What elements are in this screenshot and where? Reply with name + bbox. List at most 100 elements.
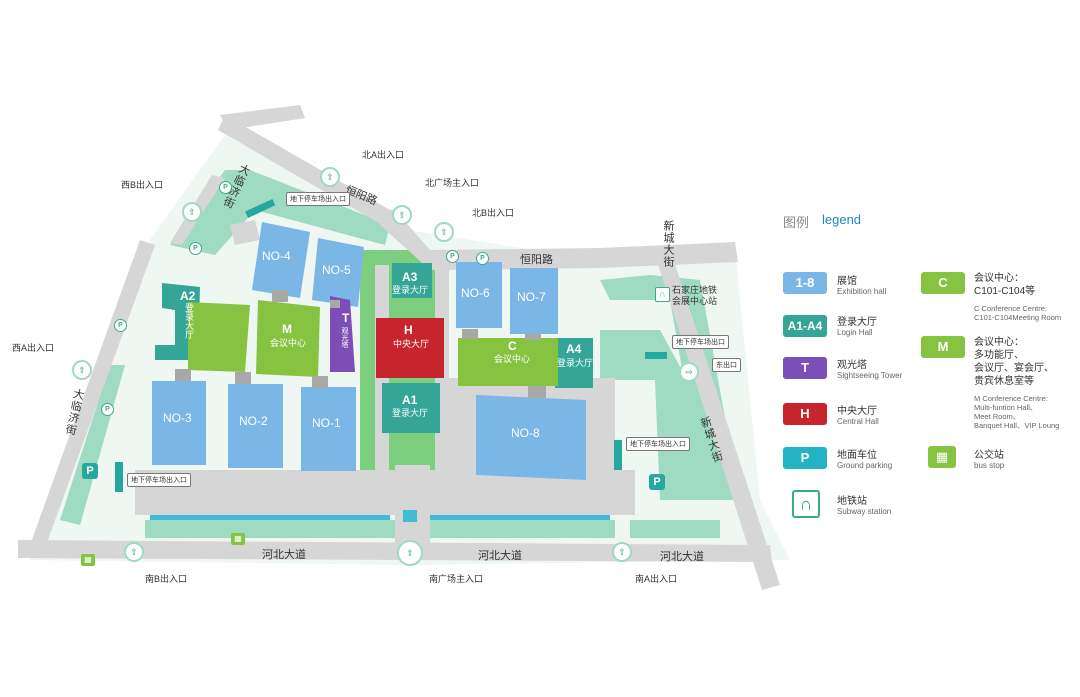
connectors bbox=[175, 290, 546, 398]
hall-no8[interactable]: NO-8 bbox=[511, 426, 540, 440]
building-a4-name: 登录大厅 bbox=[557, 358, 594, 368]
hall-no2[interactable]: NO-2 bbox=[239, 414, 268, 428]
legend-c-line2: C101-C104等 bbox=[974, 286, 1036, 297]
building-a2-name: 登录大厅 bbox=[184, 303, 194, 339]
building-a2-code[interactable]: A2 bbox=[180, 289, 196, 303]
legend-swatch-c: C bbox=[921, 272, 965, 294]
m-center-shape bbox=[256, 300, 320, 377]
legend-swatch-parking: P bbox=[783, 447, 827, 469]
garage-ramp-se bbox=[614, 440, 622, 470]
legend-m-en2: Multi-funtion Hall、 bbox=[974, 403, 1038, 412]
a1-shape bbox=[382, 383, 440, 433]
chevron-up-icon[interactable]: ⇧ bbox=[72, 360, 92, 380]
water-strip bbox=[430, 515, 610, 520]
legend-swatch-central: H bbox=[783, 403, 827, 425]
parking-icon[interactable]: P bbox=[82, 463, 98, 479]
chevron-up-icon[interactable]: ⇨ bbox=[679, 362, 699, 382]
legend-en-bus: bus stop bbox=[974, 461, 1005, 470]
callout-garage-se: 地下停车场出入口 bbox=[626, 437, 690, 451]
water-strip bbox=[150, 515, 390, 520]
hall-no7[interactable]: NO-7 bbox=[517, 290, 546, 304]
subway-line1: 石家庄地铁 bbox=[672, 285, 718, 295]
building-h-code[interactable]: H bbox=[404, 323, 413, 337]
legend-m-en4: Banquet Hall、VIP Loung bbox=[974, 421, 1060, 430]
parking-icon[interactable]: P bbox=[219, 181, 232, 194]
callout-garage-nw: 地下停车场出入口 bbox=[286, 192, 350, 206]
legend-label-parking: 地面车位 bbox=[837, 450, 877, 461]
bus-icon[interactable]: ▦ bbox=[81, 554, 95, 566]
entrance-north-b: 北B出入口 bbox=[472, 208, 515, 218]
hall-no1-shape bbox=[301, 387, 356, 471]
chevron-up-icon[interactable]: ⇧ bbox=[612, 542, 632, 562]
legend-m-line2: 多功能厅、 bbox=[974, 350, 1024, 361]
chevron-up-icon[interactable]: ⇧ bbox=[182, 202, 202, 222]
chevron-up-icon[interactable]: ⇧ bbox=[397, 540, 423, 566]
parking-icon[interactable]: P bbox=[101, 403, 114, 416]
building-t-name: 观光塔 bbox=[341, 327, 348, 348]
entrance-north-plaza: 北广场主入口 bbox=[425, 178, 480, 188]
legend-label-exhibition: 展馆 bbox=[837, 276, 857, 287]
chevron-up-icon[interactable]: ⇧ bbox=[320, 167, 340, 187]
hall-no3-shape bbox=[152, 381, 206, 465]
building-a3-code[interactable]: A3 bbox=[402, 270, 418, 284]
road-label-hebei-mid: 河北大道 bbox=[478, 550, 522, 562]
garage-ramp-nw bbox=[245, 198, 276, 218]
subway-icon[interactable]: ∩ bbox=[655, 287, 670, 302]
subway-station-label: 石家庄地铁 会展中心站 bbox=[672, 285, 717, 307]
legend-c-line1: 会议中心： bbox=[974, 273, 1024, 284]
legend-c-en1: C Conference Centre: bbox=[974, 304, 1047, 313]
legend-label-login: 登录大厅 bbox=[837, 317, 877, 328]
legend-title-en: legend bbox=[822, 212, 862, 227]
t-building-shape bbox=[330, 296, 355, 372]
chevron-up-icon[interactable]: ⇧ bbox=[392, 205, 412, 225]
parking-icon[interactable]: P bbox=[476, 252, 489, 265]
chevron-up-icon[interactable]: ⇧ bbox=[434, 222, 454, 242]
garage-ramp-sw bbox=[115, 462, 123, 492]
legend-title-cn: 图例 bbox=[783, 215, 810, 230]
subway-line2: 会展中心站 bbox=[672, 296, 718, 306]
entrance-east: 东出口 bbox=[712, 358, 741, 372]
entrance-south-plaza: 南广场主入口 bbox=[429, 574, 484, 584]
c-building-shape bbox=[458, 338, 558, 386]
callout-garage-e: 地下停车场出口 bbox=[672, 335, 729, 349]
bus-icon[interactable]: ▦ bbox=[231, 533, 245, 545]
building-t-code[interactable]: T bbox=[342, 311, 350, 325]
road-label-hebei-right: 河北大道 bbox=[660, 551, 704, 563]
hall-no4-shape bbox=[252, 222, 310, 298]
building-c-code[interactable]: C bbox=[508, 339, 517, 353]
legend-label-c: 会议中心： C101-C104等 bbox=[974, 272, 1035, 298]
entrance-north-a: 北A出入口 bbox=[362, 150, 405, 160]
building-m-name: 会议中心 bbox=[270, 338, 307, 348]
hall-no6-shape bbox=[456, 262, 502, 328]
hall-no5[interactable]: NO-5 bbox=[322, 263, 351, 277]
road-label-hebei-left: 河北大道 bbox=[262, 549, 306, 561]
parking-icon[interactable]: P bbox=[114, 319, 127, 332]
road-label-hengyang-right: 恒阳路 bbox=[520, 254, 553, 266]
legend-m-line3: 会议厅、宴会厅、 bbox=[974, 363, 1054, 374]
chevron-up-icon[interactable]: ⇧ bbox=[124, 542, 144, 562]
hall-no8-shape bbox=[476, 395, 586, 480]
parking-icon[interactable]: P bbox=[649, 474, 665, 490]
a3-shape bbox=[392, 263, 432, 298]
parking-icon[interactable]: P bbox=[446, 250, 459, 263]
building-m-code[interactable]: M bbox=[282, 322, 292, 336]
hall-no1[interactable]: NO-1 bbox=[312, 416, 341, 430]
building-c-name: 会议中心 bbox=[494, 354, 531, 364]
h-building-shape bbox=[376, 318, 444, 378]
entrance-south-b: 南B出入口 bbox=[145, 574, 188, 584]
parking-icon[interactable]: P bbox=[189, 242, 202, 255]
hall-no2-shape bbox=[228, 384, 283, 468]
building-a4-code[interactable]: A4 bbox=[566, 342, 582, 356]
legend-en-subway: Subway station bbox=[837, 507, 892, 516]
garage-ramp-e bbox=[645, 352, 667, 359]
m-building-shape bbox=[188, 302, 250, 372]
hall-no3[interactable]: NO-3 bbox=[163, 411, 192, 425]
legend-m-en1: M Conference Centre: bbox=[974, 394, 1048, 403]
legend-m-line1: 会议中心： bbox=[974, 337, 1024, 348]
legend-en-c: C Conference Centre: C101-C104Meeting Ro… bbox=[974, 304, 1061, 322]
building-a1-code[interactable]: A1 bbox=[402, 393, 418, 407]
hall-no4[interactable]: NO-4 bbox=[262, 249, 291, 263]
bus-icon: ▦ bbox=[928, 446, 956, 468]
legend-en-central: Central Hall bbox=[837, 417, 879, 426]
hall-no6[interactable]: NO-6 bbox=[461, 286, 490, 300]
